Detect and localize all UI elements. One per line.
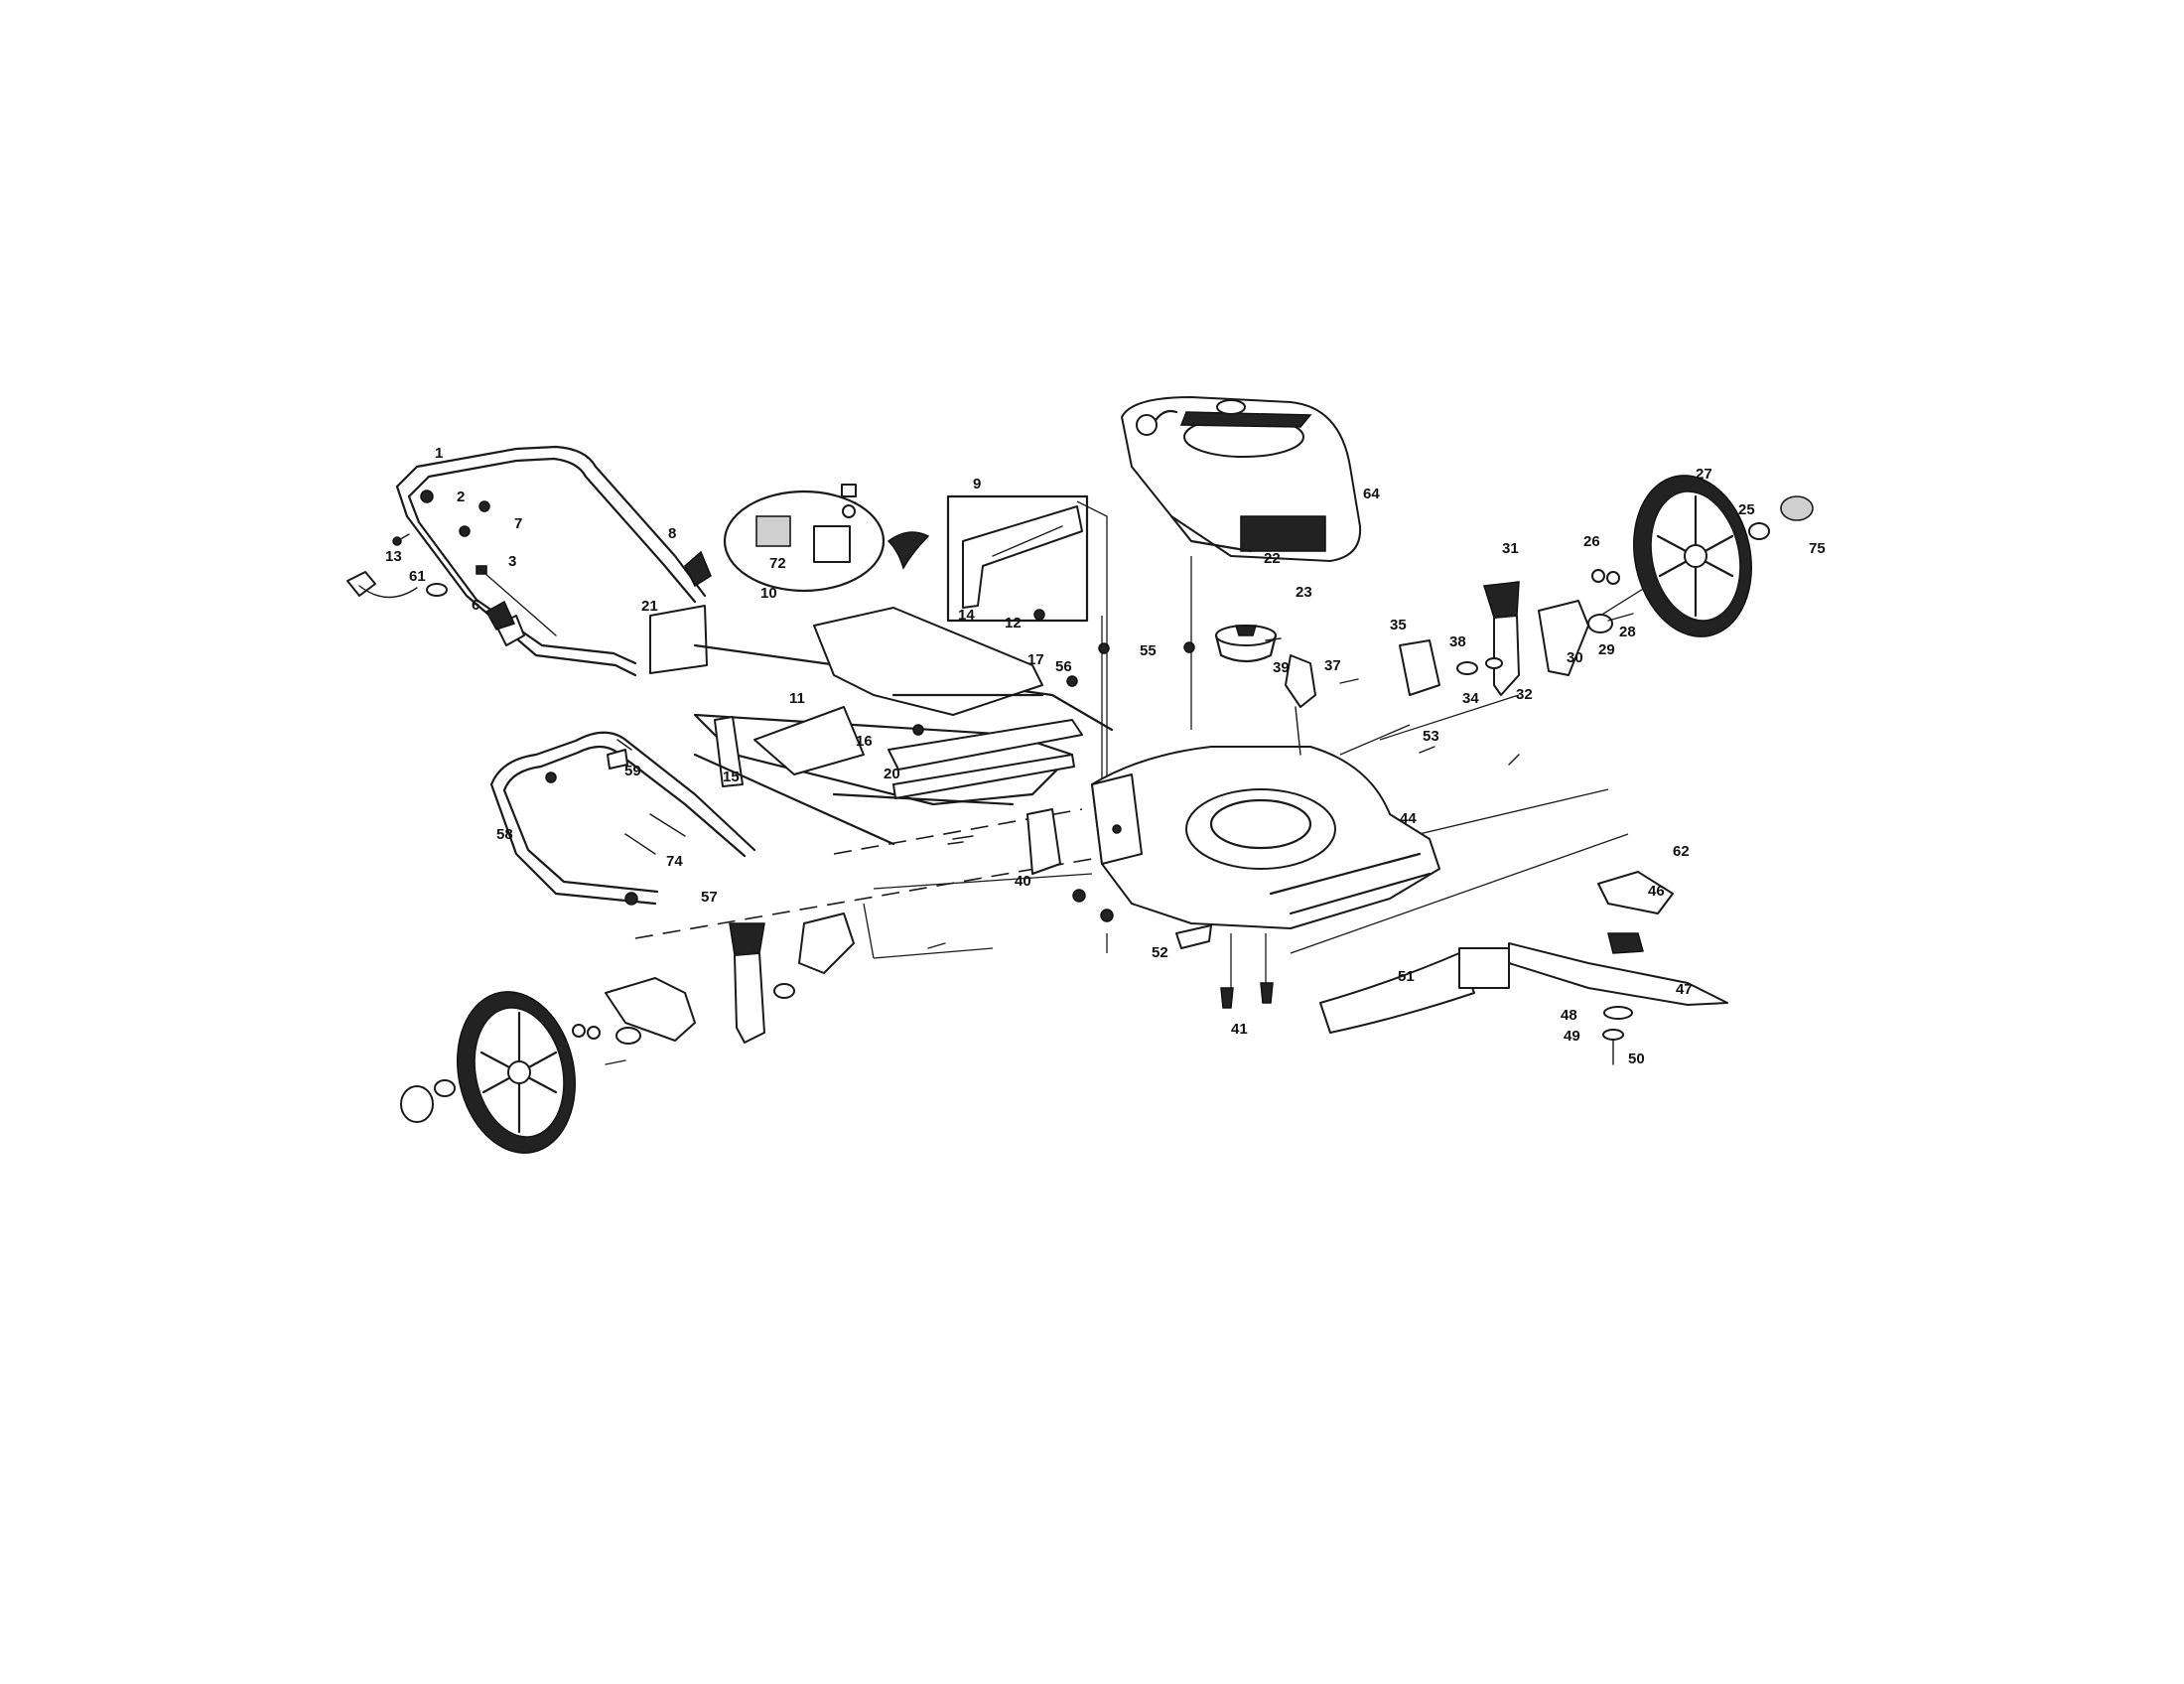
label-49: 49 (1564, 1028, 1580, 1045)
label-52: 52 (1152, 944, 1168, 961)
label-41: 41 (1231, 1021, 1248, 1038)
label-30: 30 (1567, 649, 1583, 666)
mower-deck (1091, 746, 1440, 929)
blade-assembly (1175, 871, 1728, 1065)
label-15: 15 (723, 769, 740, 785)
label-46: 46 (1648, 883, 1665, 900)
label-32: 32 (1516, 686, 1533, 703)
label-13: 13 (385, 548, 402, 565)
label-20: 20 (884, 766, 900, 782)
label-22: 22 (1264, 550, 1281, 567)
front-left-wheel (400, 991, 576, 1154)
discharge-chute-group (649, 605, 1114, 846)
label-38: 38 (1449, 633, 1466, 650)
label-9: 9 (973, 476, 981, 492)
label-14: 14 (958, 607, 975, 624)
label-59: 59 (624, 763, 641, 779)
label-21: 21 (641, 598, 658, 615)
label-1: 1 (435, 445, 443, 462)
label-23: 23 (1296, 584, 1312, 601)
label-72: 72 (769, 555, 786, 572)
label-55: 55 (1140, 642, 1157, 659)
rear-right-wheel (1633, 475, 1814, 637)
label-40: 40 (1015, 873, 1031, 890)
label-35: 35 (1390, 617, 1407, 633)
label-51: 51 (1398, 968, 1415, 985)
label-28: 28 (1619, 624, 1636, 640)
label-56: 56 (1055, 658, 1072, 675)
handle-hardware (346, 533, 712, 646)
label-53: 53 (1423, 728, 1439, 745)
label-6: 6 (472, 597, 479, 614)
label-8: 8 (668, 525, 676, 542)
label-50: 50 (1628, 1051, 1645, 1067)
label-17: 17 (1027, 651, 1044, 668)
label-12: 12 (1005, 615, 1022, 632)
label-34: 34 (1462, 690, 1479, 707)
misc-hardware (616, 609, 1520, 949)
label-47: 47 (1676, 981, 1693, 998)
inset-detail (723, 484, 930, 593)
label-10: 10 (760, 585, 777, 602)
label-31: 31 (1502, 540, 1519, 557)
label-25: 25 (1738, 501, 1755, 518)
engine (1121, 396, 1362, 562)
label-58: 58 (496, 826, 513, 843)
label-11: 11 (789, 690, 805, 707)
lower-handle (489, 731, 756, 906)
label-16: 16 (856, 733, 873, 750)
right-height-adjuster (1285, 569, 1634, 756)
label-61: 61 (409, 568, 426, 585)
label-44: 44 (1400, 810, 1417, 827)
label-74: 74 (666, 853, 683, 870)
part-labels: 1 2 3 6 7 8 9 10 11 12 13 14 15 16 17 20… (385, 445, 1826, 1067)
label-39: 39 (1273, 659, 1290, 676)
label-75: 75 (1809, 540, 1826, 557)
label-2: 2 (457, 489, 465, 505)
label-27: 27 (1696, 466, 1712, 483)
label-26: 26 (1583, 533, 1600, 550)
label-37: 37 (1324, 657, 1341, 674)
label-7: 7 (514, 515, 522, 532)
label-3: 3 (508, 553, 516, 570)
mulch-insert (946, 494, 1089, 623)
left-height-adjuster (572, 808, 1061, 1065)
label-57: 57 (701, 889, 718, 906)
label-29: 29 (1598, 641, 1615, 658)
label-64: 64 (1363, 486, 1380, 502)
pulley (1214, 625, 1278, 663)
label-48: 48 (1561, 1007, 1577, 1024)
label-62: 62 (1673, 843, 1690, 860)
